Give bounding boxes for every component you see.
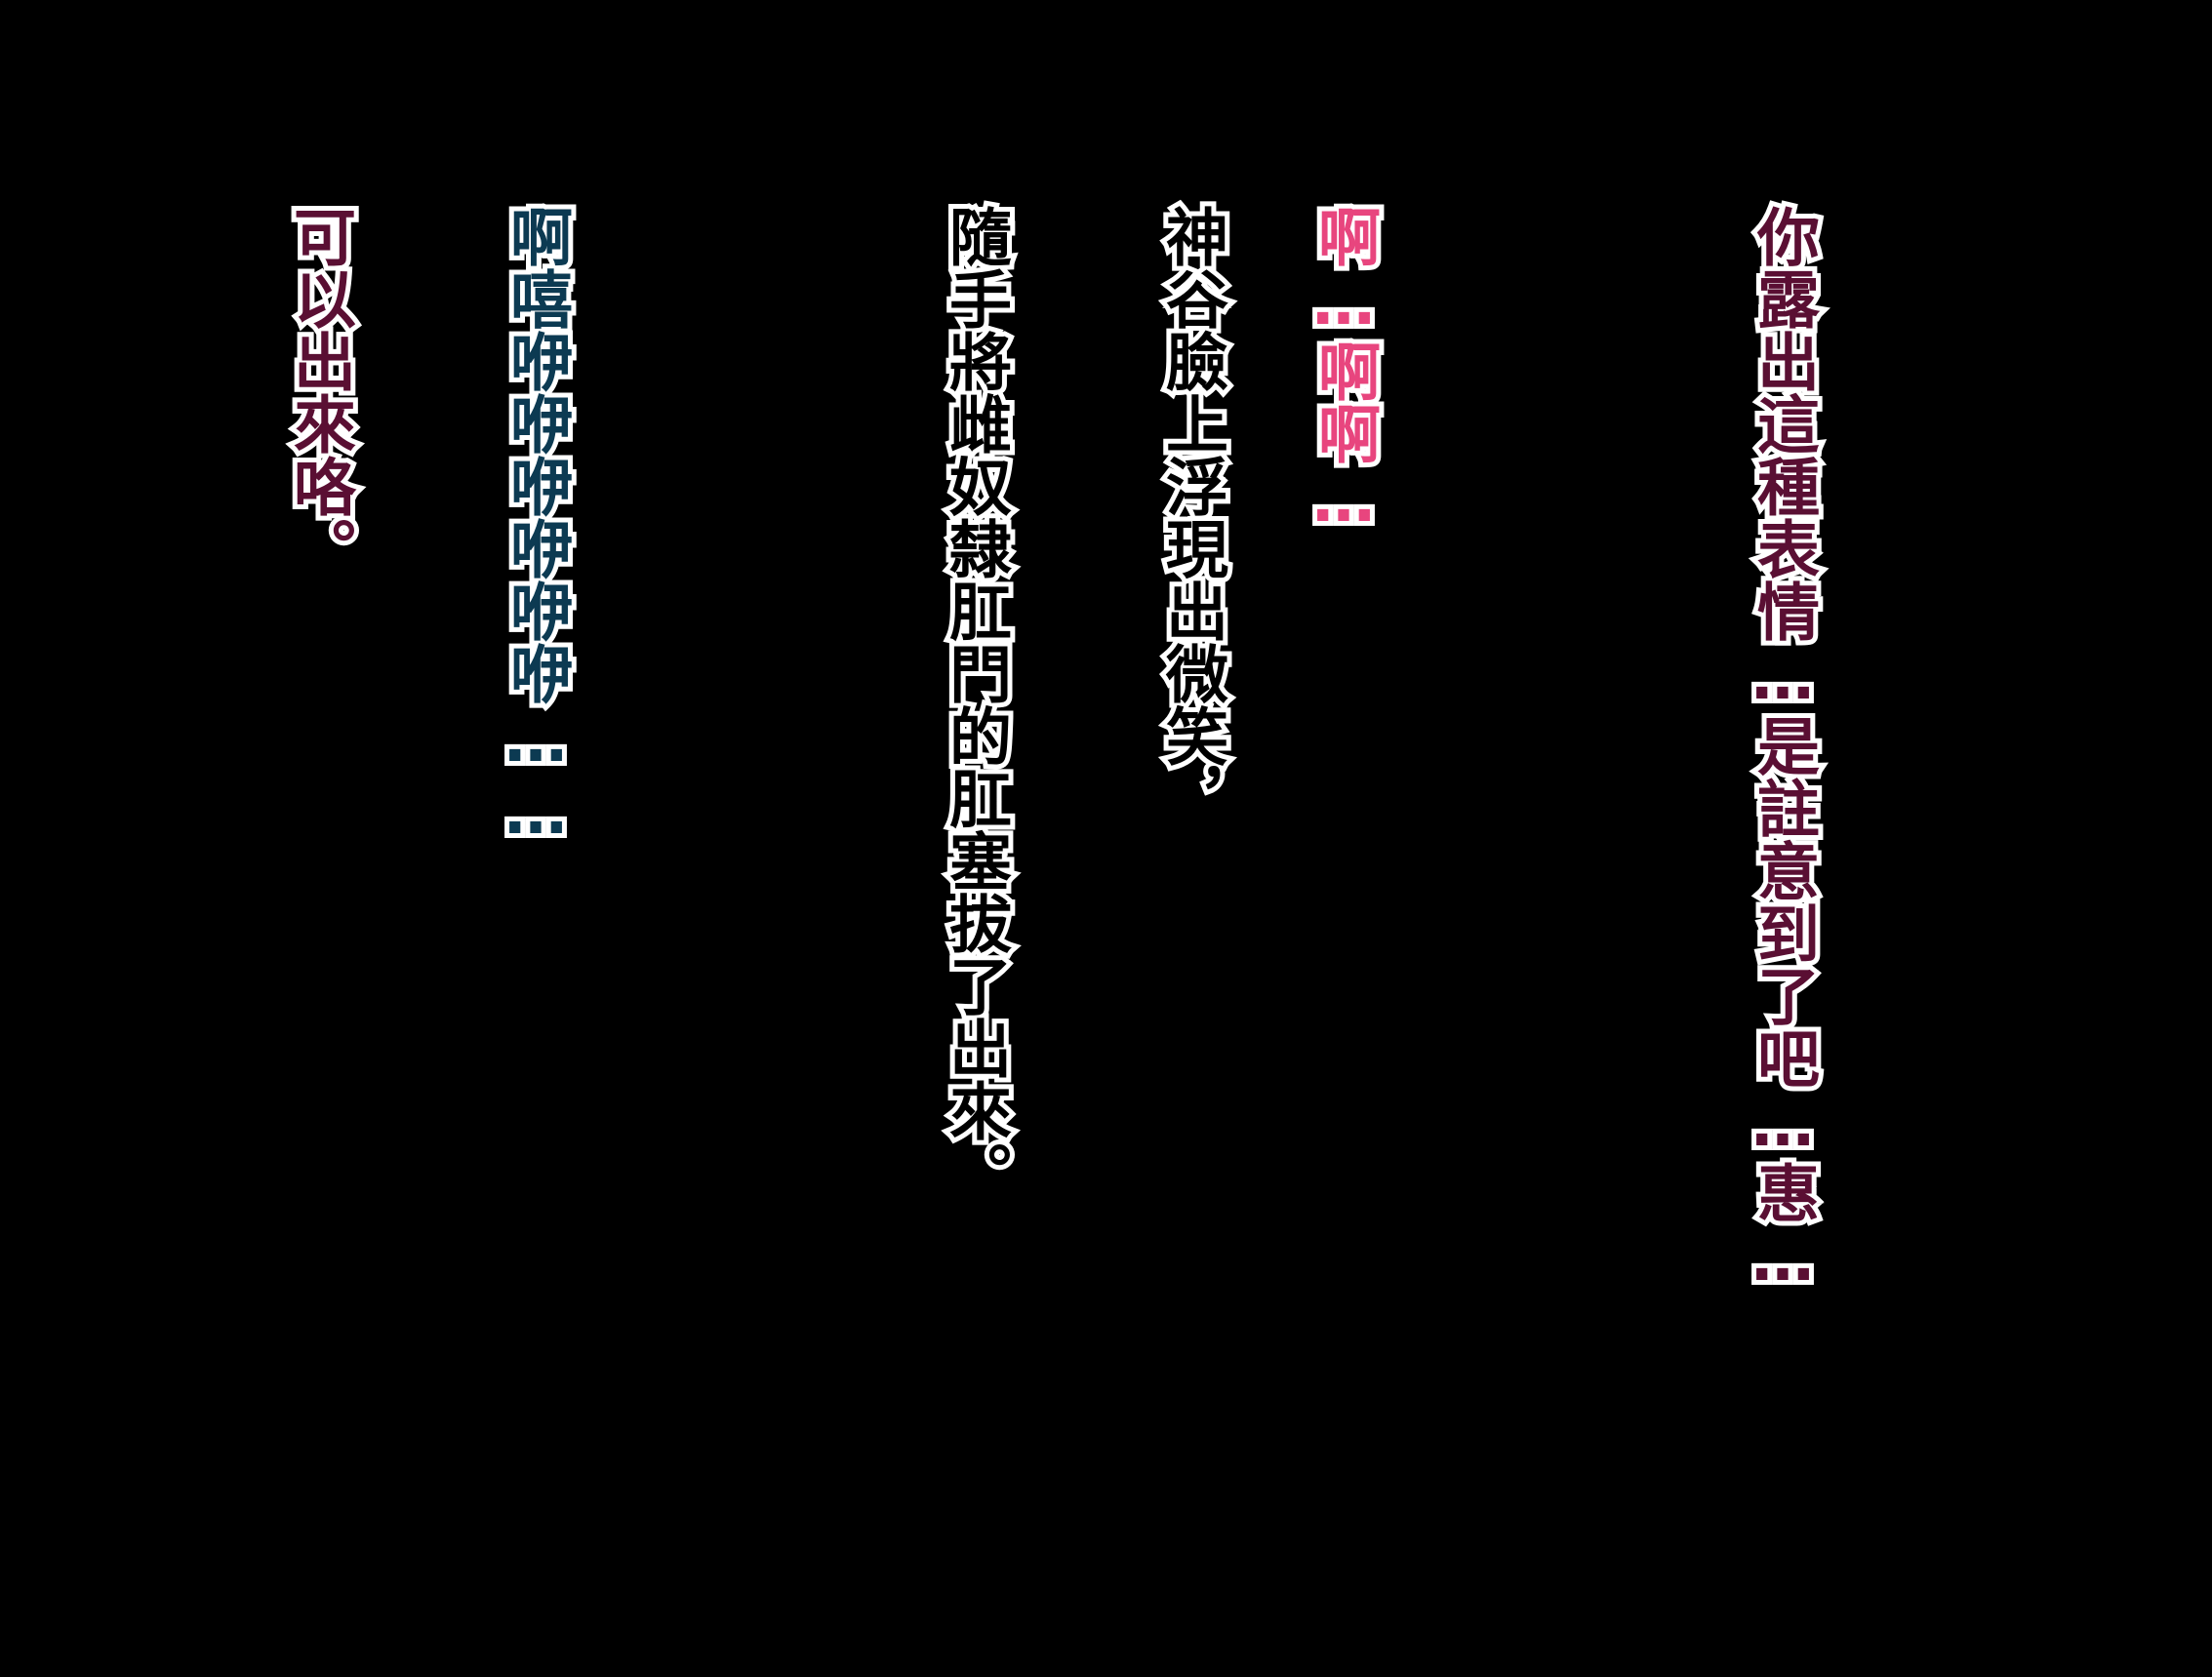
narration-block: 神谷臉上浮現出微笑， 隨手將雌奴隸肛門的肛塞拔了出來。 — [794, 200, 1372, 1209]
narration-line-1: 神谷臉上浮現出微笑， — [1150, 200, 1232, 834]
narration-line-2: 隨手將雌奴隸肛門的肛塞拔了出來。 — [934, 200, 1016, 1209]
dialogue-line-come-out: 可以出來咯。 — [278, 200, 360, 584]
dialogue-line-moan: 啊…啊啊… — [1303, 200, 1385, 541]
dialogue-line-scream: 啊嘻咿咿咿咿咿咿…… — [495, 200, 577, 854]
dialogue-line-kamiya: 你露出這種表情…是註意到了吧…惠… — [1742, 200, 1824, 1300]
